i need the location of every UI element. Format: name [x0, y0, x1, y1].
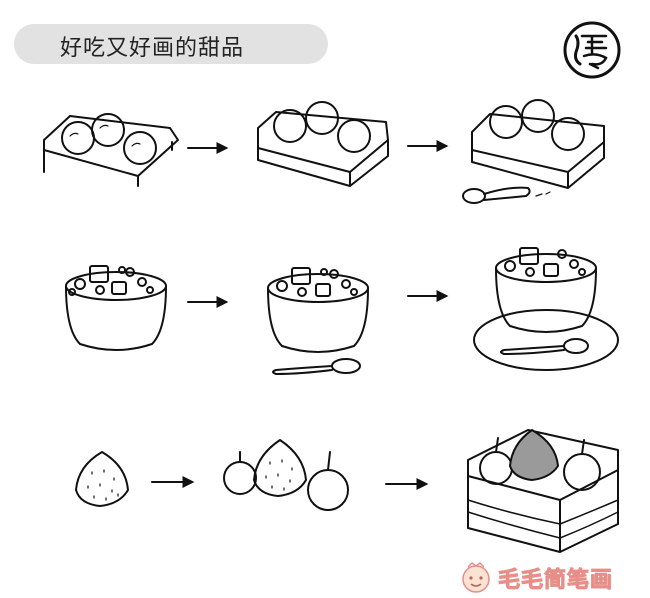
- cup-step1: [65, 265, 167, 351]
- cup-step3: [473, 247, 619, 371]
- tray-step1: [43, 113, 179, 187]
- title-pill: 好吃又好画的甜品: [14, 24, 328, 64]
- cup-step2: [267, 267, 369, 375]
- tray-step2: [257, 101, 389, 187]
- cake-step3: [467, 429, 619, 553]
- page-title: 好吃又好画的甜品: [60, 36, 245, 61]
- strawberry-step2: [223, 439, 349, 511]
- strawberry-step1: [75, 451, 129, 507]
- logo-seal: [563, 21, 621, 79]
- watermark-text: 毛毛简笔画: [497, 568, 614, 594]
- baby-face-icon: [462, 562, 490, 593]
- tray-step3: [462, 99, 605, 204]
- watermark: 毛毛简笔画: [458, 560, 638, 594]
